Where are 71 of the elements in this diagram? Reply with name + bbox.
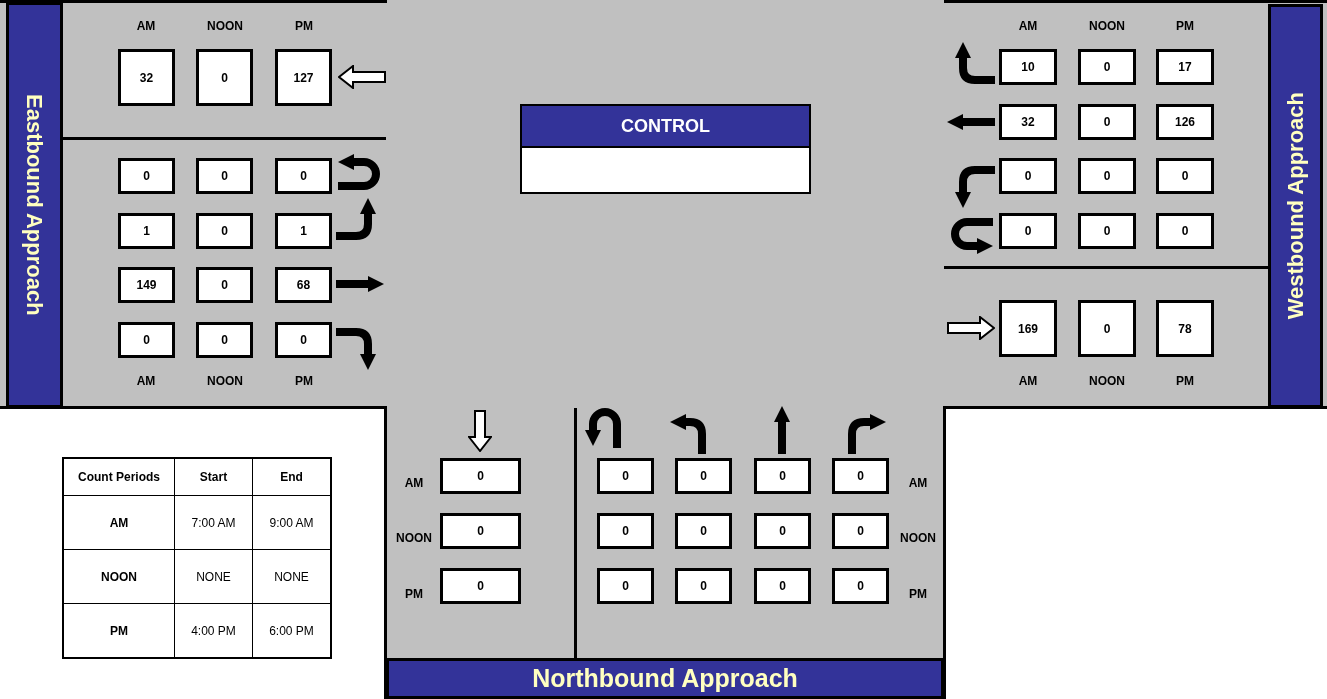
count-box: 0 [597,513,654,549]
count-box: 126 [1156,104,1214,140]
count-box: 0 [832,568,889,604]
count-box: 0 [675,513,732,549]
count-box: 32 [118,49,175,106]
period-label: NOON [1089,373,1125,390]
count-box: 169 [999,300,1057,357]
period-label: AM [1018,18,1038,35]
count-box: 17 [1156,49,1214,85]
period-label: PM [1176,373,1194,390]
count-box: 0 [675,568,732,604]
count-box: 0 [675,458,732,494]
count-box: 127 [275,49,332,106]
count-box: 32 [999,104,1057,140]
approach-title: Eastbound Approach [21,94,48,316]
approach-band [386,658,944,699]
count-box: 0 [832,513,889,549]
approach-band [1268,4,1323,408]
count-box: 0 [597,458,654,494]
count-box: 0 [1078,158,1136,194]
count-box: 149 [118,267,175,303]
count-box: 0 [196,213,253,249]
panel-heading: CONTROL [621,114,710,138]
count-box: 0 [754,458,811,494]
count-box: 10 [999,49,1057,85]
count-box: 0 [999,213,1057,249]
period-label: NOON [900,530,936,547]
period-label: PM [1176,18,1194,35]
period-label: PM [295,18,313,35]
period-label: PM [909,586,927,603]
count-box: 0 [196,267,253,303]
count-box: 0 [118,322,175,358]
approach-band [6,2,63,408]
period-label: AM [136,18,156,35]
control-panel [520,104,811,194]
count-box: 0 [440,458,521,494]
count-box: 0 [196,322,253,358]
count-box: 68 [275,267,332,303]
period-label: NOON [207,373,243,390]
period-label: NOON [1089,18,1125,35]
count-box: 0 [275,158,332,194]
count-box: 0 [196,158,253,194]
count-box: 1 [118,213,175,249]
count-box: 0 [754,513,811,549]
count-box: 0 [1078,104,1136,140]
count-box: 0 [999,158,1057,194]
period-label: PM [405,586,423,603]
period-label: AM [908,475,928,492]
count-box: 0 [597,568,654,604]
count-box: 0 [440,568,521,604]
count-box: 78 [1156,300,1214,357]
period-label: AM [136,373,156,390]
count-box: 0 [118,158,175,194]
period-label: NOON [207,18,243,35]
approach-title: Northbound Approach [532,662,798,694]
count-box: 0 [440,513,521,549]
period-label: PM [295,373,313,390]
count-box: 0 [1078,213,1136,249]
count-box: 0 [275,322,332,358]
count-box: 0 [196,49,253,106]
count-box: 0 [1078,300,1136,357]
count-box: 1 [275,213,332,249]
count-box: 0 [1078,49,1136,85]
period-label: AM [404,475,424,492]
period-label: AM [1018,373,1038,390]
count-box: 0 [832,458,889,494]
count-box: 0 [754,568,811,604]
approach-title: Westbound Approach [1282,92,1309,320]
count-box: 0 [1156,158,1214,194]
count-box: 0 [1156,213,1214,249]
period-label: NOON [396,530,432,547]
